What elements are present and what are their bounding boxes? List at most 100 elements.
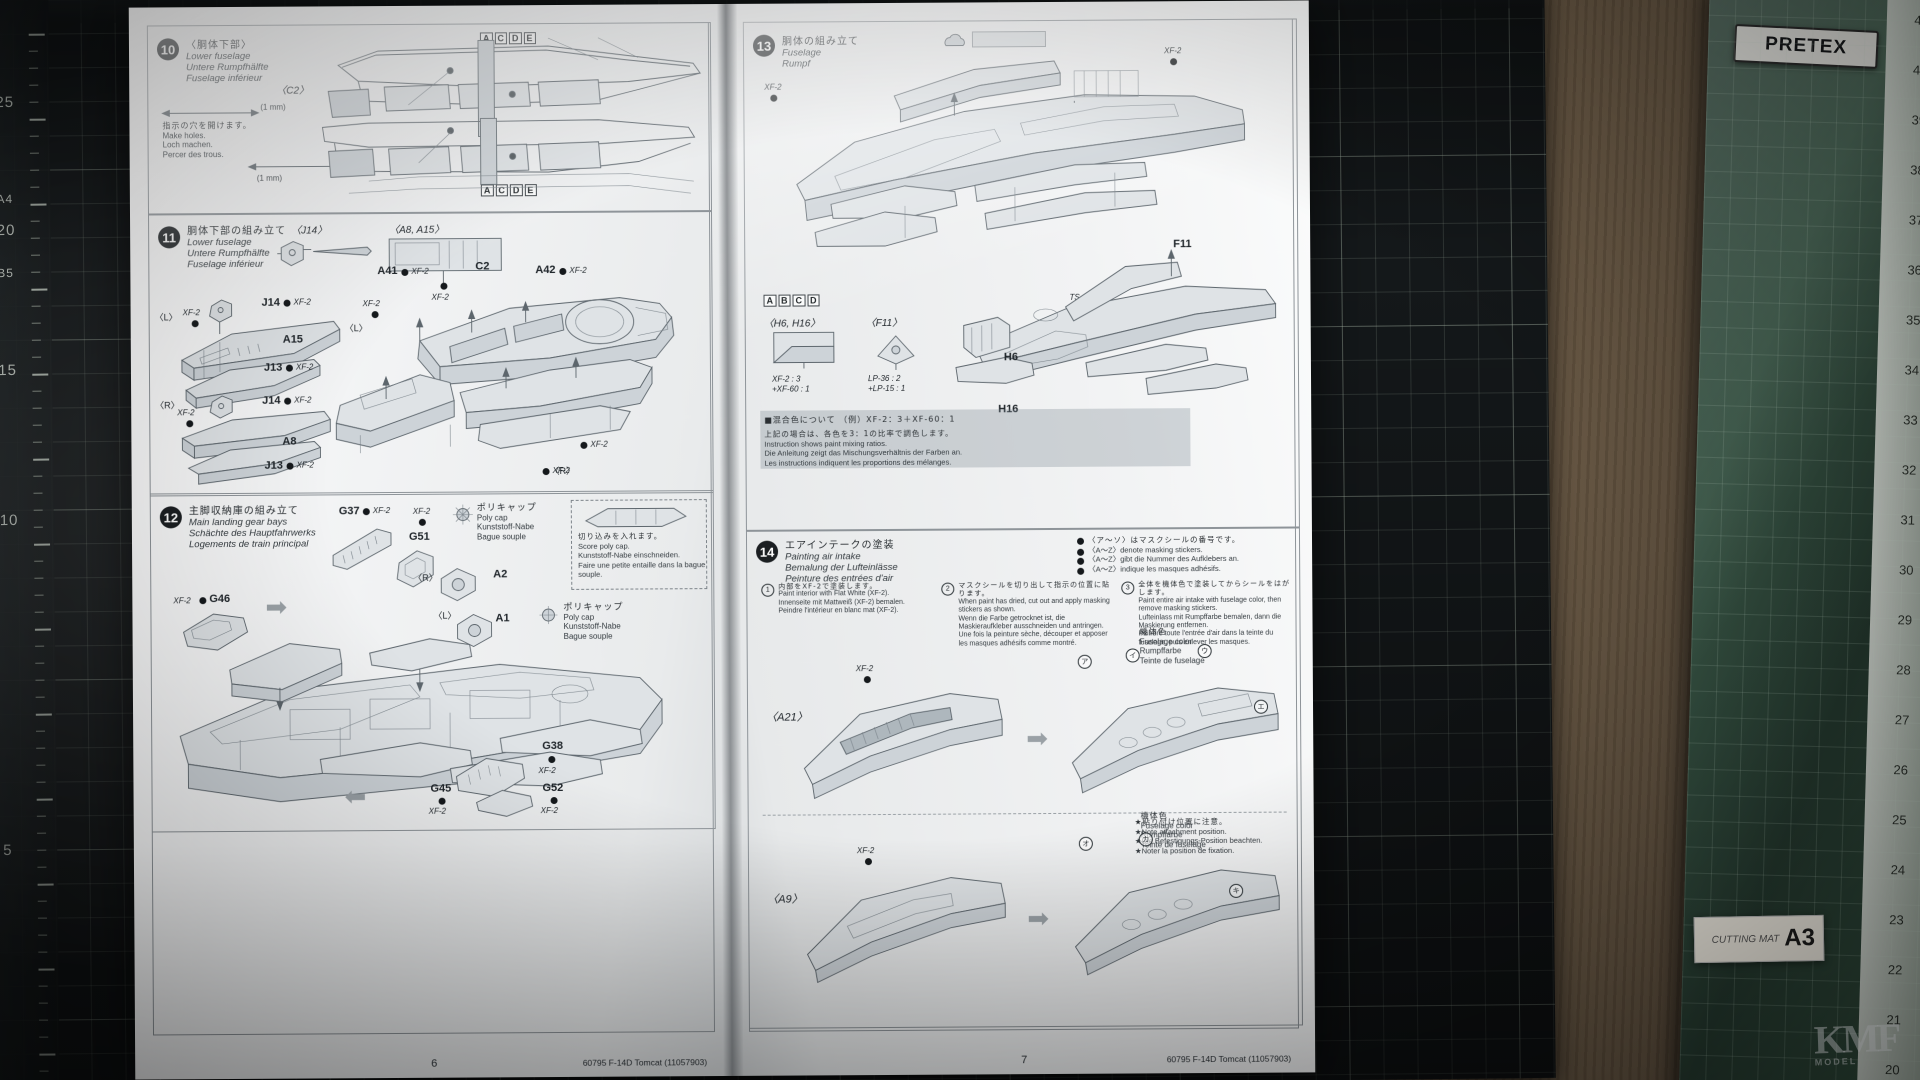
- step-14-title-jp: エアインテークの塗装: [785, 539, 895, 552]
- step-12-score-jp: 切り込みを入れます。: [577, 531, 663, 541]
- green-ruler-label-29: 29: [1897, 612, 1913, 628]
- step-12-dot-g51: [418, 518, 426, 526]
- step-14-legend-bullet-en: [1077, 548, 1085, 556]
- step-10-fuselage-drawing: [321, 37, 701, 194]
- step-11-title-de: Untere Rumpfhälfte: [187, 247, 270, 260]
- step-11-title-jp: 胴体下部の組み立て: [187, 225, 287, 238]
- green-ruler-label-23: 23: [1889, 912, 1904, 928]
- step-12-title-en: Main landing gear bays: [188, 516, 288, 529]
- green-ruler-label-40: 40: [1912, 62, 1920, 78]
- step-13-mix-h-1: XF-2 : 3: [771, 374, 801, 384]
- step-12-xf-g45: XF-2: [428, 806, 447, 816]
- step-14-label-a9: 〈A9〉: [767, 893, 803, 906]
- step-14-a21-intake-drawing: [803, 693, 1003, 800]
- pretex-brand-label: PRETEX: [1733, 23, 1879, 69]
- step-11-dot-j13-l: [285, 364, 293, 372]
- cutting-mat-tag-sub: CUTTING MAT: [1711, 933, 1780, 946]
- step-14-legend-jp: 〈ア〜ソ〉はマスクシールの番号です。: [1087, 534, 1241, 545]
- step-12-polycap-de-2: Kunststoff-Nabe: [563, 622, 621, 632]
- green-ruler-label-31: 31: [1900, 512, 1916, 528]
- step-11-dot-j13-r: [286, 462, 294, 470]
- step-13-f11-part: [963, 316, 1011, 358]
- step-13-mix-f-1: LP-36 : 2: [867, 373, 901, 384]
- step-14-title-de: Bemalung der Lufteinlässe: [785, 561, 898, 574]
- step-11-label-j13-r: J13: [264, 459, 283, 472]
- step-11-group-j14: 〈J14〉: [291, 225, 328, 237]
- page-left-footer: 6 60795 F-14D Tomcat (11057903): [153, 1057, 715, 1070]
- step-13-group-h6h16: 〈H6, H16〉: [763, 318, 821, 330]
- step-14-xf-a21: XF-2: [855, 664, 874, 674]
- step-12-polycap-fr-1: Bague souple: [476, 532, 526, 542]
- step-11-j14-part-l: [209, 299, 233, 335]
- step-13-title-jp: 胴体の組み立て: [781, 36, 859, 48]
- mask-label-エ: エ: [1253, 699, 1269, 714]
- step-12-polycap-jp-2: ポリキャップ: [563, 602, 624, 613]
- step-12-title-fr: Logements de train principal: [188, 538, 309, 551]
- step-11-group-a8a15: 〈A8, A15〉: [389, 224, 445, 237]
- green-ruler-label-27: 27: [1894, 712, 1910, 728]
- step-14-legend-bullet-fr: [1077, 567, 1085, 575]
- step-13-mix-f-2: +LP-15 : 1: [868, 383, 906, 394]
- step-14-a9-painted-drawing: [1074, 869, 1280, 976]
- green-ruler-label-36: 36: [1907, 262, 1920, 278]
- step-13-mask-sheet-icon: [944, 33, 965, 47]
- step-13: 13 胴体の組み立て Fuselage Rumpf XF-2 XF-2: [742, 18, 1300, 532]
- step-11-title-en: Lower fuselage: [187, 236, 252, 249]
- page-left-code: 60795 F-14D Tomcat (11057903): [582, 1057, 708, 1068]
- step-11-xf-low: XF-2: [552, 465, 570, 476]
- step-12-score-fr: Faire une petite entaille dans la bague …: [578, 559, 706, 580]
- step-12-xf-g37: XF-2: [372, 506, 391, 516]
- mask-label-カ: カ: [1138, 832, 1153, 847]
- step-13-mix-head: ■混合色について （例）XF-2：3＋XF-60：1: [764, 414, 956, 425]
- step-12-label-g45: G45: [430, 782, 452, 795]
- step-14-a9-intake-drawing: [806, 877, 1006, 984]
- mask-code-c: C: [792, 294, 806, 307]
- page-left-border: 10 〈胴体下部〉 Lower fuselage Untere Rumpfhäl…: [146, 22, 716, 1036]
- step-14-arrow-a21: ➡: [1026, 723, 1049, 754]
- step-12-score-note-box: 切り込みを入れます。 Score poly cap. Kunststoff-Na…: [570, 499, 708, 590]
- step-10-dimension-line-1: [161, 109, 260, 118]
- step-12-dot-g45: [438, 797, 446, 805]
- step-12-polycap-icon-2: [539, 606, 558, 625]
- instruction-number-2: 2: [941, 582, 955, 596]
- step-11-number: 11: [158, 226, 181, 249]
- step-14-color-jp-1: 機体色: [1139, 627, 1167, 637]
- step-10-title-jp: 〈胴体下部〉: [185, 39, 253, 52]
- instruction-manual: 10 〈胴体下部〉 Lower fuselage Untere Rumpfhäl…: [128, 0, 1316, 1080]
- instruction-number-3: 3: [1121, 581, 1135, 595]
- green-ruler-label-22: 22: [1887, 962, 1903, 978]
- step-12-g37-part: [332, 528, 392, 570]
- step-12-side-mark-r: 〈R〉: [413, 572, 438, 583]
- step-13-mix-note-box: ■混合色について （例）XF-2：3＋XF-60：1 上記の場合は、各色を3：1…: [760, 408, 1191, 469]
- step-10-dim-text-2: (1 mm): [256, 173, 283, 183]
- step-12-a2-part: [440, 568, 476, 602]
- step-10-title-en: Lower fuselage: [186, 50, 251, 63]
- step-11-j14-detail: [277, 241, 372, 267]
- step-14-color-en-2: Fuselage color: [1140, 821, 1194, 831]
- step-11-label-j13-l: J13: [263, 361, 283, 374]
- step-10-note-jp: 指示の穴を開けます。: [162, 120, 252, 131]
- step-14-color-en-1: Fuselage color: [1139, 637, 1193, 647]
- step-11-label-j14-l: J14: [261, 296, 280, 309]
- step-12-title-de: Schächte des Hauptfahrwerks: [188, 527, 316, 540]
- step-12-arrow-left: ➡: [265, 591, 288, 622]
- step-13-mask-strip: [971, 31, 1046, 48]
- step-12-dot-g46: [199, 597, 207, 605]
- step-14: 14 エアインテークの塗装 Painting air intake Bemalu…: [745, 526, 1303, 1029]
- step-12-title-jp: 主脚収納庫の組み立て: [188, 505, 299, 518]
- step-14-color-de-1: Rumpffarbe: [1139, 646, 1182, 656]
- step-12-label-a2: A2: [493, 568, 508, 581]
- cutting-mat-tag-size: A3: [1784, 924, 1816, 952]
- step-12-label-g37: G37: [338, 505, 360, 518]
- step-12-label-g51: G51: [408, 530, 430, 543]
- instruction-1-fr: Peindre l'intérieur en blanc mat (XF-2).: [778, 607, 899, 615]
- step-12-polycap-de-1: Kunststoff-Nabe: [476, 522, 535, 532]
- step-12-dot-g37: [362, 508, 370, 516]
- step-13-mix-fr: Les instructions indiquent les proportio…: [764, 457, 952, 468]
- step-12-polycap-en-1: Poly cap: [476, 513, 508, 523]
- instruction-2-fr: Une fois la peinture sèche, découper et …: [958, 631, 1108, 648]
